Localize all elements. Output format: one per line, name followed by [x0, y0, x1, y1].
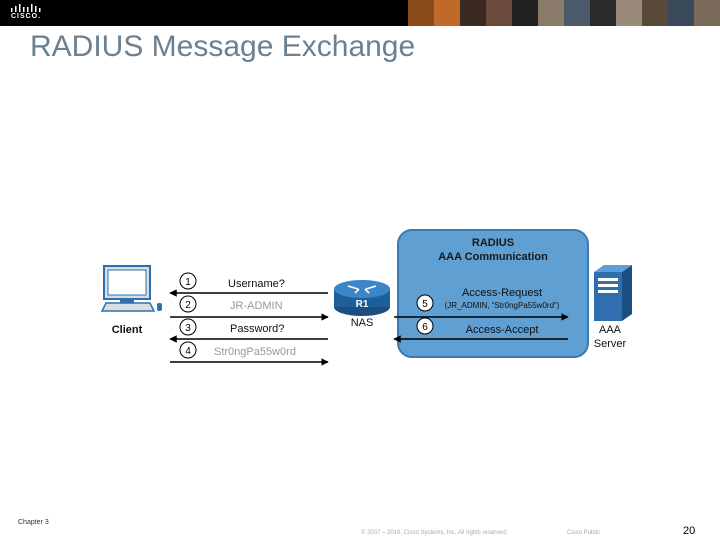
step-2-number: 2: [185, 300, 191, 311]
step-3-number: 3: [185, 323, 191, 334]
nas-label: NAS: [351, 317, 374, 329]
step-5-number: 5: [422, 299, 428, 310]
step-2-text: JR-ADMIN: [230, 300, 283, 312]
top-banner: CISCO.: [0, 0, 720, 26]
footer-chapter: Chapter 3: [18, 519, 49, 526]
router-label: R1: [356, 299, 369, 310]
step-4-number: 4: [185, 346, 191, 357]
step-1-text: Username?: [228, 278, 285, 290]
server-label-line2: Server: [594, 338, 627, 350]
router-icon: [334, 280, 390, 316]
step-6-text: Access-Accept: [466, 324, 539, 336]
aaa-server-icon: [594, 265, 632, 321]
step-3-text: Password?: [230, 323, 284, 335]
client-computer-icon: [100, 265, 162, 312]
slide-title: RADIUS Message Exchange: [30, 30, 416, 63]
footer-copyright: © 2007 – 2016, Cisco Systems, Inc. All r…: [361, 530, 508, 536]
footer-classification: Cisco Public: [567, 530, 601, 536]
photo-banner: [408, 0, 720, 26]
step-5-text: Access-Request: [462, 287, 542, 299]
step-arrow-4: 4 Str0ngPa55w0rd: [170, 341, 329, 366]
step-arrow-5: 5 Access-Request (JR_ADMIN, “Str0ngPa55w…: [394, 287, 569, 321]
server-label-line1: AAA: [599, 324, 622, 336]
cisco-logo: CISCO.: [8, 4, 44, 22]
radius-box-subtitle: AAA Communication: [438, 251, 548, 263]
step-5-subtext: (JR_ADMIN, “Str0ngPa55w0rd”): [445, 301, 560, 310]
page-number: 20: [683, 525, 696, 537]
step-arrow-2: 2 JR-ADMIN: [170, 295, 329, 321]
cisco-bars-icon: [11, 4, 41, 12]
radius-exchange-diagram: RADIUS AAA Communication Client R1 NAS A…: [100, 229, 632, 366]
radius-communication-box: [397, 229, 589, 358]
step-6-number: 6: [422, 322, 428, 333]
step-arrow-6: 6 Access-Accept: [393, 317, 568, 343]
step-4-text: Str0ngPa55w0rd: [214, 346, 296, 358]
step-arrow-3: 3 Password?: [169, 318, 328, 343]
cisco-logo-text: CISCO.: [10, 13, 42, 20]
client-label: Client: [112, 324, 143, 336]
step-1-number: 1: [185, 277, 191, 288]
step-arrow-1: 1 Username?: [169, 272, 328, 297]
radius-box-title: RADIUS: [472, 237, 514, 249]
